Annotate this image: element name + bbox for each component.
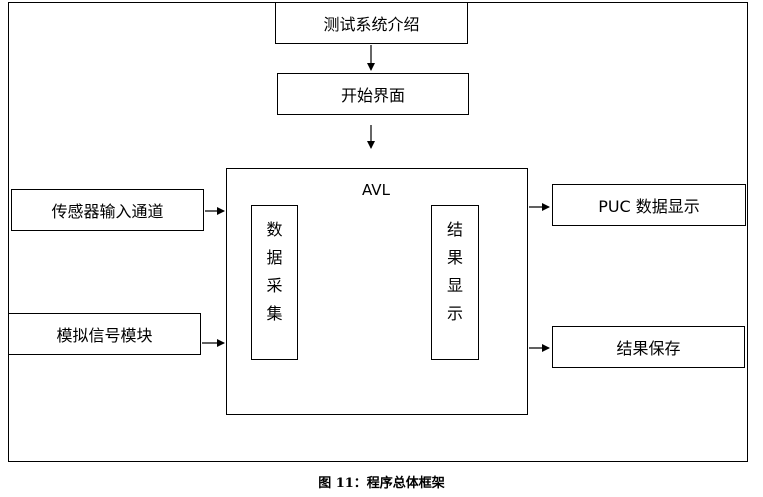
node-start-screen-label: 开始界面 — [340, 86, 405, 105]
node-sensor-input: 传感器输入通道 — [11, 189, 204, 231]
result-display-char: 显 — [446, 276, 463, 295]
node-system-intro: 测试系统介绍 — [275, 2, 468, 44]
node-puc-display: PUC 数据显示 — [552, 184, 746, 226]
node-result-save: 结果保存 — [552, 326, 745, 368]
avl-title: AVL — [362, 181, 390, 199]
result-display-char: 果 — [446, 248, 463, 267]
data-collection-char: 数 — [266, 220, 283, 239]
node-result-save-label: 结果保存 — [616, 339, 681, 358]
data-collection-char: 据 — [266, 248, 283, 267]
node-puc-display-label: PUC 数据显示 — [598, 197, 700, 216]
node-system-intro-label: 测试系统介绍 — [323, 15, 420, 34]
node-start-screen: 开始界面 — [277, 73, 469, 115]
figure-caption: 图 11：程序总体框架 — [318, 476, 445, 491]
node-analog-module: 模拟信号模块 — [8, 313, 201, 355]
node-data-collection: 数 据 采 集 — [251, 205, 298, 360]
result-display-char: 结 — [446, 220, 463, 239]
result-display-char: 示 — [446, 304, 463, 323]
data-collection-char: 采 — [266, 276, 283, 295]
node-result-display: 结 果 显 示 — [431, 205, 479, 360]
node-analog-module-label: 模拟信号模块 — [56, 326, 153, 345]
data-collection-char: 集 — [266, 304, 283, 323]
node-sensor-input-label: 传感器输入通道 — [51, 202, 164, 221]
